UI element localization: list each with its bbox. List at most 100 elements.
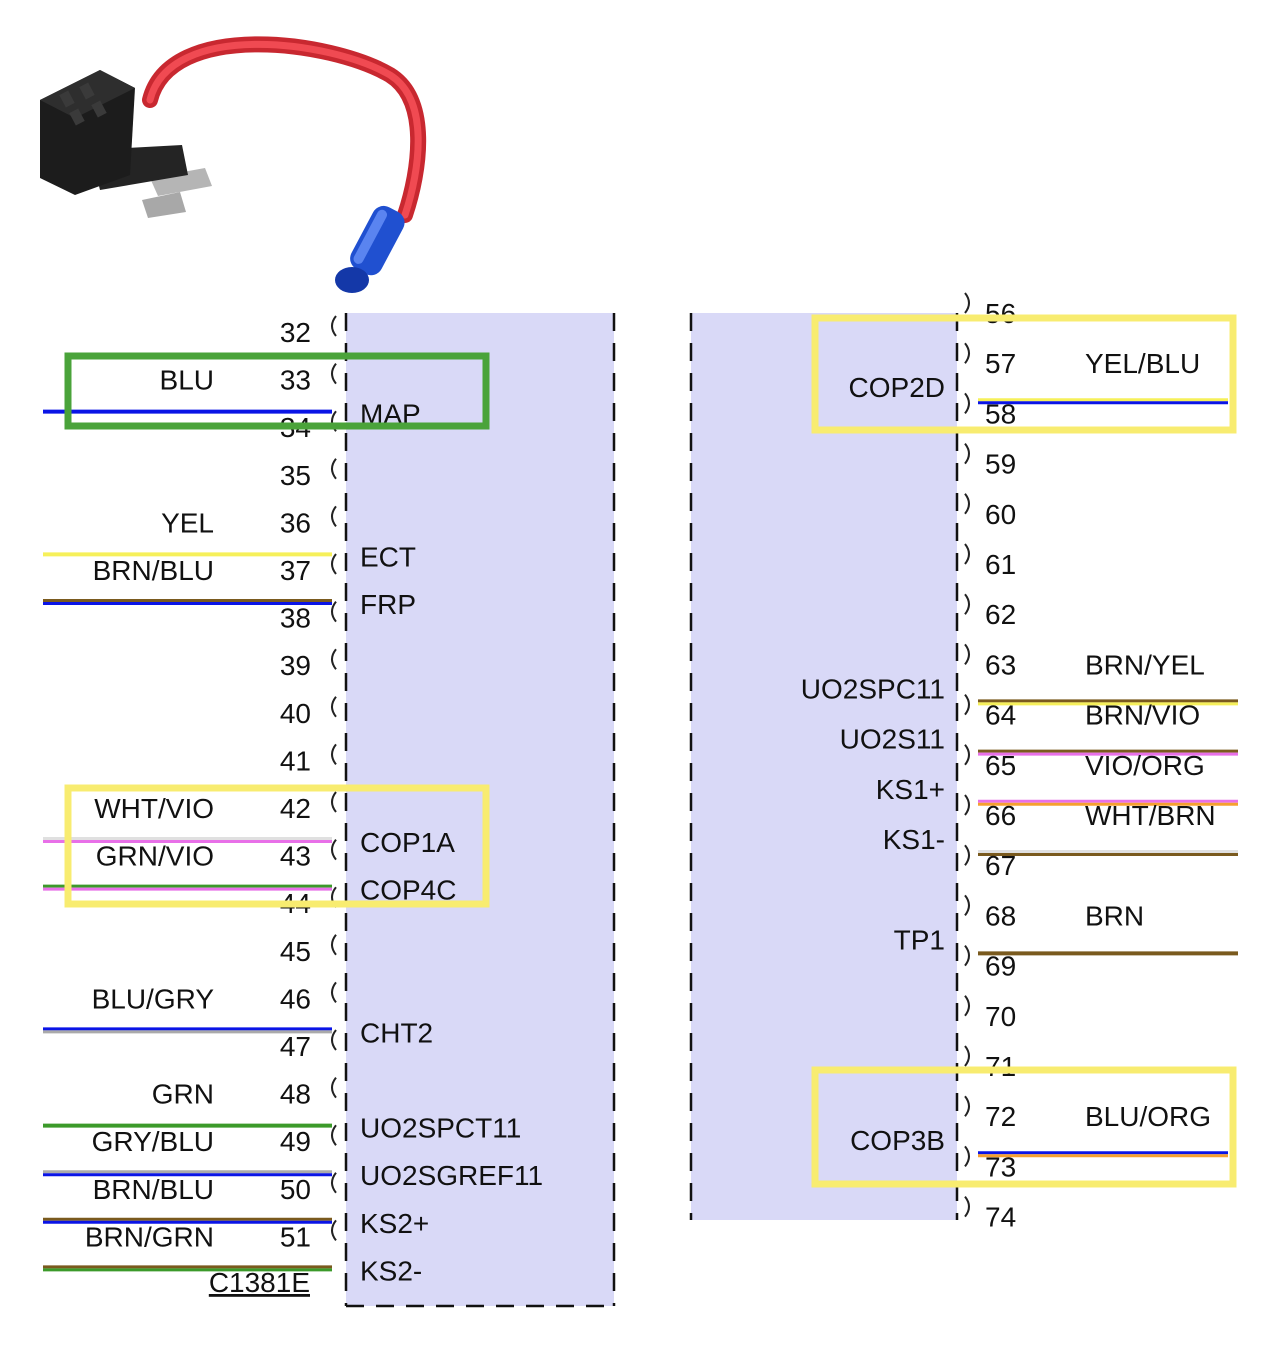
signal-label: COP2D: [849, 372, 945, 403]
pin-number: 59: [985, 449, 1016, 480]
signal-label: UO2SPC11: [801, 673, 945, 704]
terminal-bracket: [331, 791, 337, 813]
signal-label: KS2-: [360, 1255, 422, 1286]
pin-number: 57: [985, 348, 1016, 379]
terminal-bracket: [331, 838, 337, 861]
terminal-bracket: [331, 1172, 337, 1194]
signal-label: FRP: [360, 589, 416, 620]
pin-number: 32: [280, 317, 311, 348]
signal-label: ECT: [360, 541, 416, 572]
terminal-bracket: [331, 1076, 337, 1099]
wire-color-label: VIO/ORG: [1085, 750, 1205, 781]
wire-color-label: BLU/ORG: [1085, 1101, 1211, 1132]
pin-number: 37: [280, 555, 311, 586]
wire-50: [43, 1217, 332, 1224]
terminal-bracket: [331, 743, 337, 766]
highlight-box-cop3b: [811, 1066, 1237, 1188]
signal-label: UO2SGREF11: [360, 1160, 543, 1191]
right-connector-body: [691, 313, 957, 1220]
signal-label: KS1+: [876, 774, 945, 805]
terminal-bracket: [964, 744, 970, 766]
terminal-bracket: [331, 410, 337, 432]
signal-label: COP3B: [850, 1125, 945, 1156]
pin-number: 60: [985, 499, 1016, 530]
terminal-bracket: [964, 543, 970, 565]
highlight-box-cop2d: [811, 314, 1237, 434]
wire-color-label: YEL: [161, 507, 214, 538]
wire-color-label: YEL/BLU: [1085, 348, 1200, 379]
signal-label: KS1-: [883, 824, 945, 855]
wire-51: [43, 1265, 332, 1272]
terminal-bracket: [964, 392, 970, 415]
pin-number: 74: [985, 1202, 1016, 1233]
terminal-bracket: [964, 493, 970, 515]
wire-color-label: BRN/VIO: [1085, 700, 1200, 731]
terminal-bracket: [331, 362, 337, 385]
signal-label: COP1A: [360, 827, 455, 858]
pin-number: 38: [280, 603, 311, 634]
wire-color-label: GRN: [152, 1079, 214, 1110]
pin-number: 40: [280, 698, 311, 729]
terminal-bracket: [964, 693, 970, 716]
terminal-bracket: [331, 934, 337, 956]
signal-label: CHT2: [360, 1017, 433, 1048]
pin-number: 66: [985, 800, 1016, 831]
terminal-bracket: [331, 696, 337, 718]
pin-number: 68: [985, 900, 1016, 931]
pin-number: 51: [280, 1221, 311, 1252]
pin-number: 36: [280, 507, 311, 538]
terminal-bracket: [964, 442, 970, 465]
wire-color-label: BLU: [160, 365, 214, 396]
pin-number: 61: [985, 549, 1016, 580]
terminal-bracket: [964, 342, 970, 364]
pin-number: 67: [985, 850, 1016, 881]
wire-57: [978, 398, 1228, 405]
pin-number: 41: [280, 745, 311, 776]
wire-color-label: WHT/VIO: [94, 793, 214, 824]
fuse-tap-image: [40, 36, 427, 293]
pin-number: 45: [280, 936, 311, 967]
terminal-bracket: [964, 1045, 970, 1067]
pin-number: 35: [280, 460, 311, 491]
wire-72: [978, 1151, 1228, 1158]
wire-color-label: BRN/BLU: [93, 1174, 214, 1205]
signal-label: TP1: [894, 924, 945, 955]
terminal-bracket: [331, 458, 337, 480]
terminal-bracket: [964, 593, 970, 615]
pin-number: 56: [985, 298, 1016, 329]
wire-color-label: BLU/GRY: [92, 983, 215, 1014]
pin-number: 72: [985, 1101, 1016, 1132]
terminal-bracket: [331, 648, 337, 670]
pin-number: 63: [985, 649, 1016, 680]
pin-number: 39: [280, 650, 311, 681]
pin-number: 42: [280, 793, 311, 824]
pin-number: 43: [280, 841, 311, 872]
terminal-bracket: [964, 1145, 970, 1168]
wire-43: [43, 884, 332, 891]
pin-number: 58: [985, 398, 1016, 429]
terminal-bracket: [331, 553, 337, 575]
signal-label: UO2SPCT11: [360, 1113, 521, 1144]
wire-color-label: GRY/BLU: [92, 1126, 214, 1157]
wire-37: [43, 599, 332, 605]
signal-label: COP4C: [360, 875, 456, 906]
terminal-bracket: [964, 794, 970, 816]
signal-label: UO2S11: [840, 724, 945, 755]
wire-64: [978, 749, 1238, 756]
terminal-bracket: [964, 1195, 970, 1218]
terminal-bracket: [331, 315, 337, 337]
wire-color-label: GRN/VIO: [96, 841, 214, 872]
signal-label: KS2+: [360, 1208, 429, 1239]
pin-number: 47: [280, 1031, 311, 1062]
terminal-bracket: [331, 1219, 337, 1242]
wire-46: [43, 1027, 332, 1034]
terminal-bracket: [964, 944, 970, 967]
wire-color-label: BRN/YEL: [1085, 649, 1205, 680]
terminal-bracket: [964, 292, 970, 314]
terminal-bracket: [331, 981, 337, 1004]
terminal-bracket: [964, 995, 970, 1017]
pin-number: 33: [280, 365, 311, 396]
pin-number: 46: [280, 983, 311, 1014]
wire-49: [43, 1170, 332, 1177]
